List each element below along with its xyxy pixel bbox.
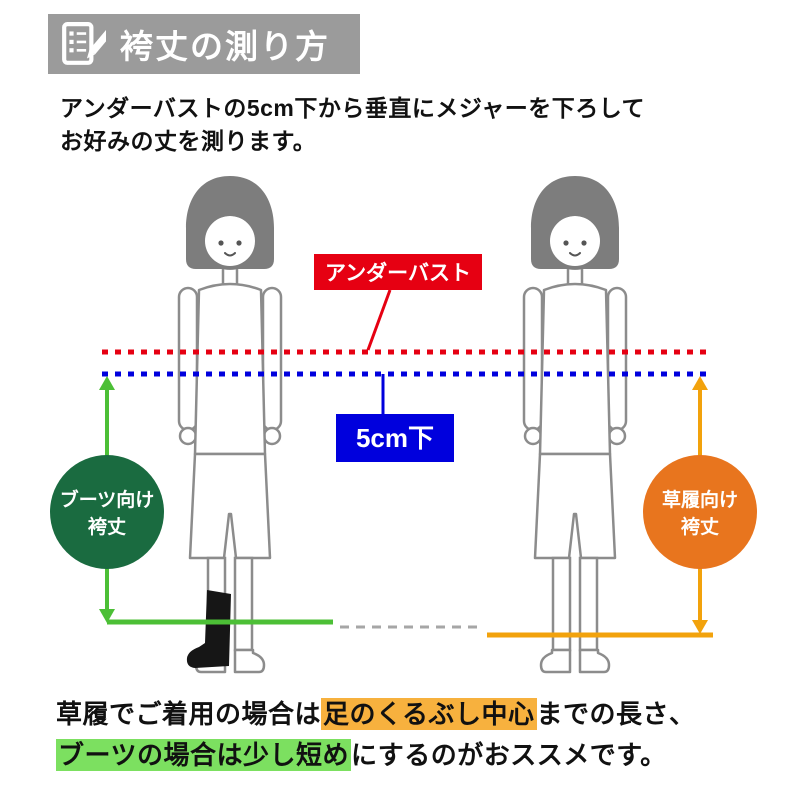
figure-zori-woman <box>522 174 628 674</box>
page-title: 袴丈の測り方 <box>120 28 330 65</box>
underbust-label: アンダーバスト <box>325 261 471 285</box>
footer-line-1: 草履でご着用の場合は足のくるぶし中心までの長さ、 <box>56 694 696 735</box>
boots-length-badge <box>50 455 164 569</box>
footer-note: 草履でご着用の場合は足のくるぶし中心までの長さ、 ブーツの場合は少し短めにするの… <box>56 694 696 776</box>
description-line-2: お好みの丈を測ります。 <box>60 128 317 154</box>
below-bust-label-box <box>336 414 454 462</box>
header-banner: 袴丈の測り方 <box>48 14 360 74</box>
boots-badge-line-2: 袴丈 <box>87 515 126 538</box>
zori-badge-line-1: 草履向け <box>662 488 738 511</box>
description: アンダーバストの5cm下から垂直にメジャーを下ろして お好みの丈を測ります。 <box>60 92 645 158</box>
footer-highlight-boots: ブーツの場合は少し短め <box>56 739 351 771</box>
measurement-diagram: アンダーバスト 5cm下 ブーツ向け 袴丈 草履向け 袴丈 <box>50 174 757 674</box>
below-bust-label: 5cm下 <box>356 423 434 453</box>
memo-pencil-icon <box>62 22 106 65</box>
footer-text: までの長さ、 <box>536 699 696 729</box>
footer-text: にするのがおススメです。 <box>350 740 667 770</box>
black-boot <box>186 590 231 668</box>
description-line-1: アンダーバストの5cm下から垂直にメジャーを下ろして <box>60 95 646 121</box>
figure-boots-woman <box>177 174 283 674</box>
boots-badge-line-1: ブーツ向け <box>60 488 155 511</box>
underbust-label-connector <box>366 289 392 351</box>
zori-length-badge <box>643 455 757 569</box>
footer-text: 草履でご着用の場合は <box>56 699 322 729</box>
footer-highlight-ankle: 足のくるぶし中心 <box>321 698 537 730</box>
zori-badge-line-2: 袴丈 <box>680 515 719 538</box>
underbust-label-box <box>314 254 482 290</box>
footer-line-2: ブーツの場合は少し短めにするのがおススメです。 <box>56 735 696 776</box>
